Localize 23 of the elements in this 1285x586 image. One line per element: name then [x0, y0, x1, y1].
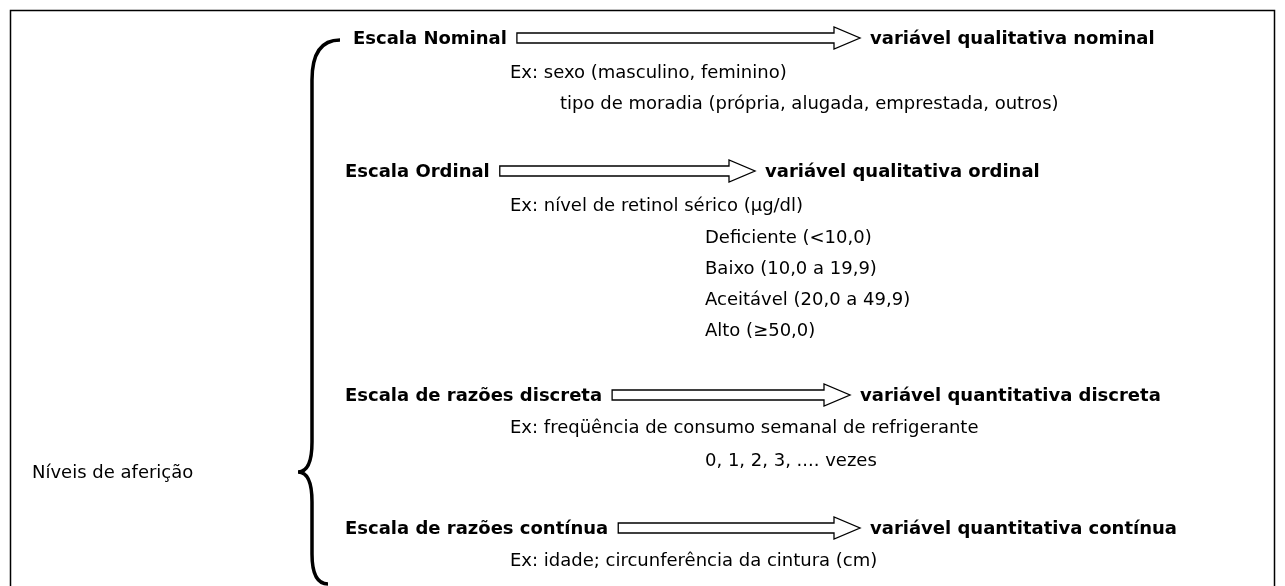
variable-type-label: variável qualitativa ordinal [765, 160, 1040, 182]
example-text: tipo de moradia (própria, alugada, emprestada, outros) [560, 92, 1059, 114]
block-arrow [499, 159, 757, 183]
example-text: Aceitável (20,0 a 49,9) [705, 288, 911, 310]
scale-label: Escala de razões contínua [345, 517, 609, 539]
scale-label: Escala de razões discreta [345, 384, 603, 406]
block-arrow [516, 26, 862, 50]
example-text: Baixo (10,0 a 19,9) [705, 257, 877, 279]
example-text: Alto (≥50,0) [705, 319, 816, 341]
example-text: Deficiente (<10,0) [705, 226, 872, 248]
example-text: Ex: idade; circunferência da cintura (cm) [510, 549, 878, 571]
example-text: Ex: sexo (masculino, feminino) [510, 61, 787, 83]
variable-type-label: variável qualitativa nominal [870, 27, 1155, 49]
block-arrow [611, 383, 852, 407]
scale-label: Escala Ordinal [345, 160, 490, 182]
scale-label: Escala Nominal [353, 27, 507, 49]
root-label: Níveis de aferição [32, 461, 194, 483]
example-text: Ex: nível de retinol sérico (μg/dl) [510, 194, 804, 216]
variable-type-label: variável quantitativa contínua [870, 517, 1177, 539]
example-text: Ex: freqüência de consumo semanal de refrigerante [510, 416, 979, 438]
variable-type-label: variável quantitativa discreta [860, 384, 1161, 406]
block-arrow [617, 516, 862, 540]
example-text: 0, 1, 2, 3, .... vezes [705, 449, 877, 471]
